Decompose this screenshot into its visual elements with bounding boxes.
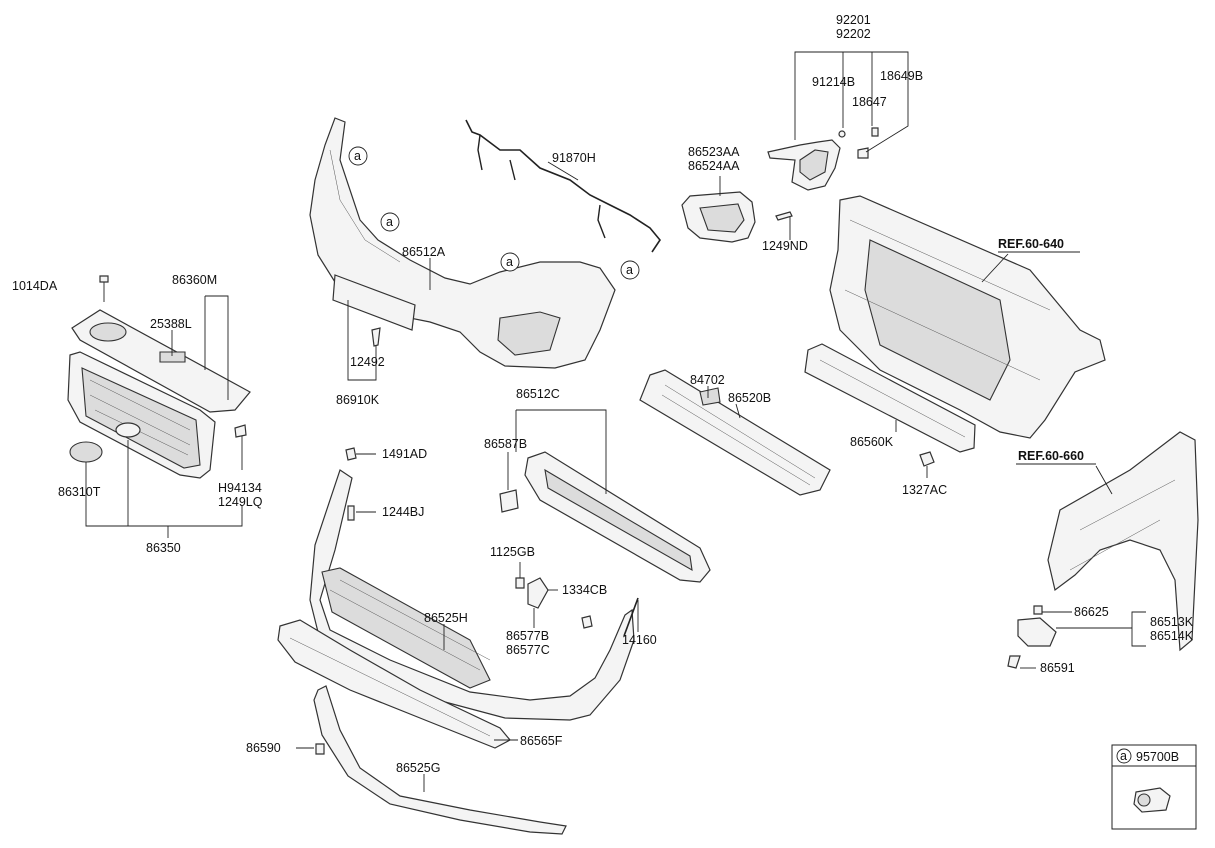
callout-86587B: 86587B (484, 437, 527, 451)
marker-a-3: a (506, 255, 513, 269)
callout-18649B: 18649B (880, 69, 923, 83)
radiator-grille (67, 351, 216, 479)
reference-60-640: REF.60-640 (998, 237, 1064, 251)
callout-1249LQ: 1249LQ (218, 495, 263, 509)
fog-lamp-bracket (767, 127, 879, 191)
grille-cover-upper (71, 309, 251, 413)
callout-86560K: 86560K (850, 435, 894, 449)
callout-92202: 92202 (836, 27, 871, 41)
callout-84702: 84702 (690, 373, 725, 387)
callout-14160: 14160 (622, 633, 657, 647)
lower-grille (524, 451, 711, 583)
callout-86512A: 86512A (402, 245, 446, 259)
bumper-beam (804, 343, 976, 453)
callout-86625: 86625 (1074, 605, 1109, 619)
bumper-side-bracket (515, 577, 593, 629)
front-fender (1047, 431, 1199, 652)
callout-86512C: 86512C (516, 387, 560, 401)
callout-91870H: 91870H (552, 151, 596, 165)
callout-86523AA: 86523AA (688, 145, 740, 159)
callout-91214B: 91214B (812, 75, 855, 89)
callout-1249ND: 1249ND (762, 239, 808, 253)
legend-part-number: 95700B (1136, 750, 1179, 764)
callout-12492: 12492 (350, 355, 385, 369)
callout-86350: 86350 (146, 541, 181, 555)
fog-lamp-cover (681, 191, 756, 243)
callout-86910K: 86910K (336, 393, 380, 407)
wiring-harness (465, 119, 661, 253)
callout-86520B: 86520B (728, 391, 771, 405)
reference-60-660: REF.60-660 (1018, 449, 1084, 463)
legend-box: a 95700B (1111, 744, 1197, 830)
callout-86310T: 86310T (58, 485, 101, 499)
callout-H94134: H94134 (218, 481, 262, 495)
callout-86525G: 86525G (396, 761, 440, 775)
callout-86577B: 86577B (506, 629, 549, 643)
lower-skid-plate (277, 619, 511, 749)
bumper-lower-molding (313, 685, 567, 835)
callout-86565F: 86565F (520, 734, 563, 748)
parking-sensor-icon (1133, 787, 1171, 813)
callout-1327AC: 1327AC (902, 483, 947, 497)
callout-86590: 86590 (246, 741, 281, 755)
callout-86577C: 86577C (506, 643, 550, 657)
callout-25388L: 25388L (150, 317, 192, 331)
marker-a-2: a (386, 215, 393, 229)
callout-86525H: 86525H (424, 611, 468, 625)
callout-18647: 18647 (852, 95, 887, 109)
callout-86360M: 86360M (172, 273, 217, 287)
callout-1491AD: 1491AD (382, 447, 427, 461)
callout-86591: 86591 (1040, 661, 1075, 675)
callout-86514K: 86514K (1150, 629, 1194, 643)
bumper-absorber (639, 369, 831, 496)
legend-marker: a (1120, 749, 1127, 763)
callout-1244BJ: 1244BJ (382, 505, 424, 519)
parking-sensor-bracket (1007, 605, 1057, 669)
callout-1014DA: 1014DA (12, 279, 58, 293)
callout-86524AA: 86524AA (688, 159, 740, 173)
callout-92201: 92201 (836, 13, 871, 27)
callout-1334CB: 1334CB (562, 583, 607, 597)
callout-86513K: 86513K (1150, 615, 1194, 629)
marker-a-1: a (354, 149, 361, 163)
kia-emblem (69, 441, 103, 463)
front-end-module (829, 195, 1106, 439)
callout-1125GB: 1125GB (490, 545, 535, 559)
license-plate-bracket (332, 274, 416, 347)
marker-a-4: a (626, 263, 633, 277)
